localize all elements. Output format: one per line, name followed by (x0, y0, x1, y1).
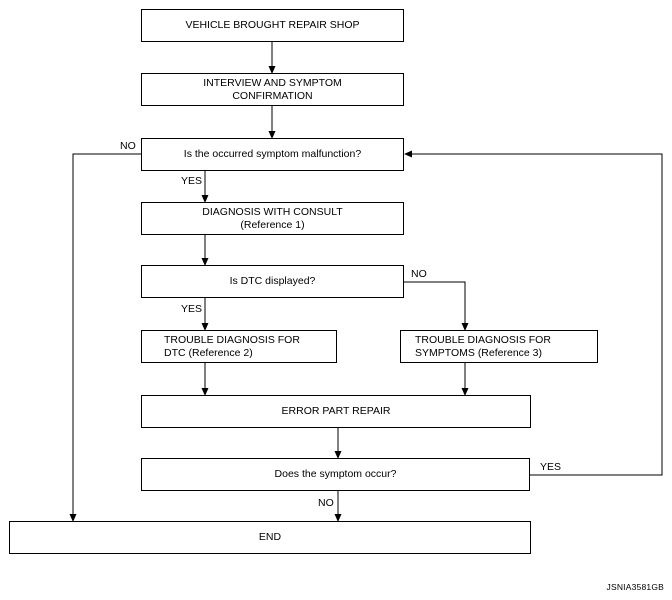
error-part-repair-box: ERROR PART REPAIR (141, 395, 531, 428)
dtc-displayed-text: Is DTC displayed? (229, 275, 316, 287)
end-box: END (9, 521, 531, 554)
end-text: END (258, 531, 282, 543)
dtc-diagnosis-text-line1: TROUBLE DIAGNOSIS FOR (164, 333, 300, 346)
label-no-dtc: NO (411, 268, 427, 280)
interview-text-line2: CONFIRMATION (232, 89, 313, 102)
label-yes-dtc: YES (181, 303, 203, 315)
symptom-malfunction-box: Is the occurred symptom malfunction? (141, 138, 404, 171)
symptom-malfunction-text: Is the occurred symptom malfunction? (183, 148, 362, 160)
consult-box: DIAGNOSIS WITH CONSULT (Reference 1) (141, 202, 404, 235)
label-no-occur: NO (318, 497, 334, 509)
dtc-diagnosis-text-line2: DTC (Reference 2) (164, 346, 253, 359)
error-part-repair-text: ERROR PART REPAIR (281, 405, 391, 417)
symptom-occur-box: Does the symptom occur? (141, 458, 530, 491)
symptoms-diagnosis-box: TROUBLE DIAGNOSIS FOR SYMPTOMS (Referenc… (400, 330, 598, 363)
interview-box: INTERVIEW AND SYMPTOM CONFIRMATION (141, 73, 404, 106)
vehicle-brought-text: VEHICLE BROUGHT REPAIR SHOP (185, 19, 360, 31)
symptom-occur-text: Does the symptom occur? (274, 468, 397, 480)
arrow-occur-yes-loop (404, 150, 663, 476)
figure-id: JSNIA3581GB (606, 582, 664, 592)
dtc-diagnosis-box: TROUBLE DIAGNOSIS FOR DTC (Reference 2) (141, 330, 337, 363)
symptoms-diagnosis-text-line2: SYMPTOMS (Reference 3) (415, 346, 543, 359)
label-no-malfunction: NO (120, 140, 136, 152)
label-yes-occur: YES (540, 461, 562, 473)
consult-text-line2: (Reference 1) (240, 218, 305, 231)
arrow-dtc-no-to-symptoms-diag (403, 281, 469, 331)
symptoms-diagnosis-text-line1: TROUBLE DIAGNOSIS FOR (415, 333, 551, 346)
interview-text-line1: INTERVIEW AND SYMPTOM (203, 76, 342, 89)
consult-text-line1: DIAGNOSIS WITH CONSULT (202, 205, 343, 218)
label-yes-malfunction: YES (181, 175, 203, 187)
dtc-displayed-box: Is DTC displayed? (141, 265, 404, 298)
arrow-malfunction-no-to-end (69, 153, 141, 522)
vehicle-brought-box: VEHICLE BROUGHT REPAIR SHOP (141, 9, 404, 42)
